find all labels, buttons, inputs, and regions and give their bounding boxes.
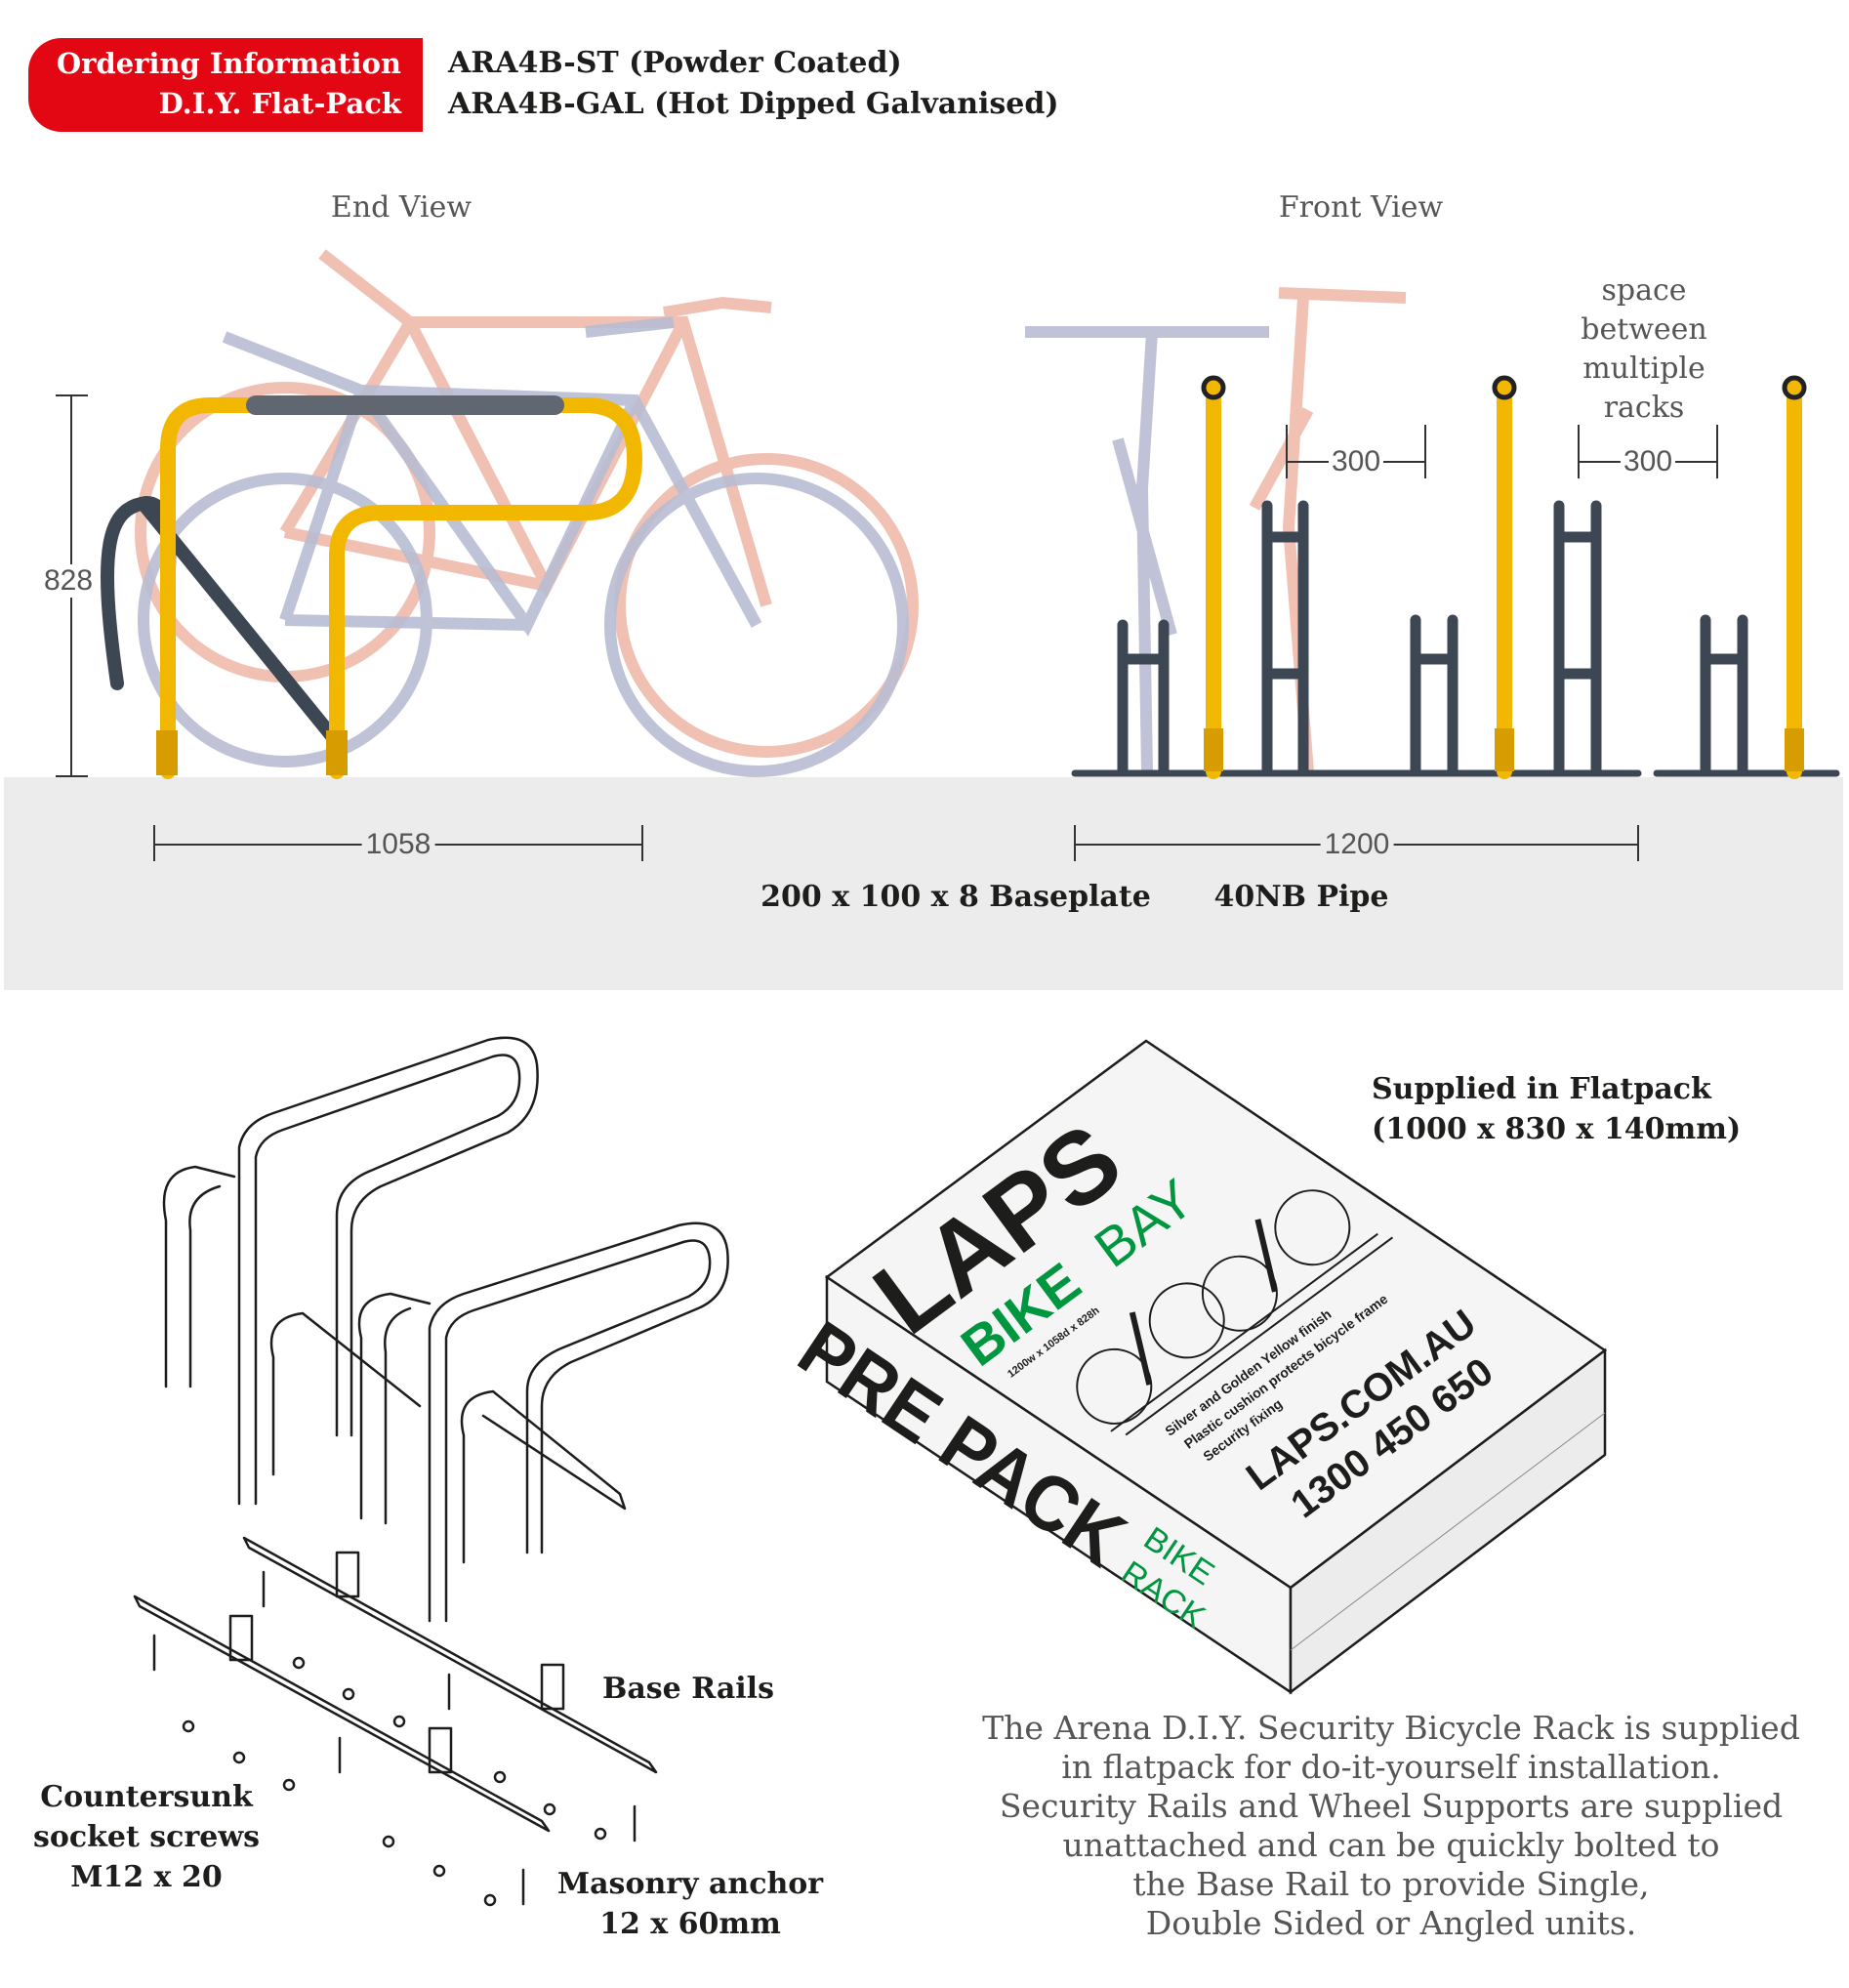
ordering-info-badge: Ordering Information D.I.Y. Flat-Pack	[28, 38, 423, 132]
spacing-note-line: racks	[1603, 391, 1685, 425]
box-bike-sketch	[1076, 1189, 1394, 1436]
front-view-racks	[1071, 375, 1840, 779]
pipe-spec: 40NB Pipe	[1213, 880, 1389, 914]
flatpack-size: (1000 x 830 x 140mm)	[1372, 1112, 1742, 1146]
end-view-rack	[101, 395, 642, 779]
spacing-note-line: multiple	[1582, 352, 1705, 386]
anchor-label: Masonry anchor 12 x 60mm	[557, 1864, 823, 1944]
anchor-label-line: Masonry anchor	[556, 1867, 824, 1901]
badge-line-1: Ordering Information	[56, 47, 401, 80]
description-line: The Arena D.I.Y. Security Bicycle Rack i…	[982, 1709, 1800, 1747]
product-code: ARA4B-ST (Powder Coated)	[448, 46, 902, 80]
badge-line-2: D.I.Y. Flat-Pack	[158, 87, 401, 120]
width-dimension: 1200	[1320, 828, 1394, 861]
flatpack-description: The Arena D.I.Y. Security Bicycle Rack i…	[982, 1709, 1800, 1943]
product-code: ARA4B-GAL (Hot Dipped Galvanised)	[448, 87, 1059, 121]
base-rails-label: Base Rails	[602, 1672, 774, 1706]
flatpack-title-line: Supplied in Flatpack	[1372, 1072, 1711, 1106]
exploded-rack-drawing	[133, 1036, 729, 1907]
spacing-note-line: space	[1601, 273, 1687, 308]
baseplate-spec: 200 x 100 x 8 Baseplate	[760, 880, 1151, 914]
description-line: unattached and can be quickly bolted to	[1062, 1826, 1720, 1864]
flatpack-title: Supplied in Flatpack (1000 x 830 x 140mm…	[1372, 1069, 1741, 1149]
description-line: the Base Rail to provide Single,	[1132, 1865, 1650, 1903]
product-codes: ARA4B-ST (Powder Coated) ARA4B-GAL (Hot …	[448, 43, 1059, 125]
description-line: in flatpack for do-it-yourself installat…	[1061, 1748, 1721, 1786]
spacing-note: space between multiple racks	[1581, 271, 1707, 428]
gap-dimension: 300	[1328, 445, 1384, 478]
front-view-title: Front View	[1278, 190, 1444, 225]
screws-label: Countersunk socket screws M12 x 20	[33, 1777, 260, 1897]
height-dimension: 828	[43, 564, 94, 598]
gap-dimension: 300	[1620, 445, 1676, 478]
screws-label-line: socket screws	[32, 1820, 261, 1854]
end-view-title: End View	[330, 190, 473, 225]
depth-dimension: 1058	[361, 828, 435, 861]
anchor-label-line: 12 x 60mm	[599, 1907, 781, 1941]
description-line: Double Sided or Angled units.	[1145, 1904, 1637, 1942]
description-line: Security Rails and Wheel Supports are su…	[999, 1787, 1784, 1825]
spacing-note-line: between	[1581, 312, 1707, 347]
screws-label-line: Countersunk	[40, 1780, 253, 1814]
ground-band	[4, 777, 1843, 990]
screws-label-line: M12 x 20	[70, 1860, 223, 1894]
